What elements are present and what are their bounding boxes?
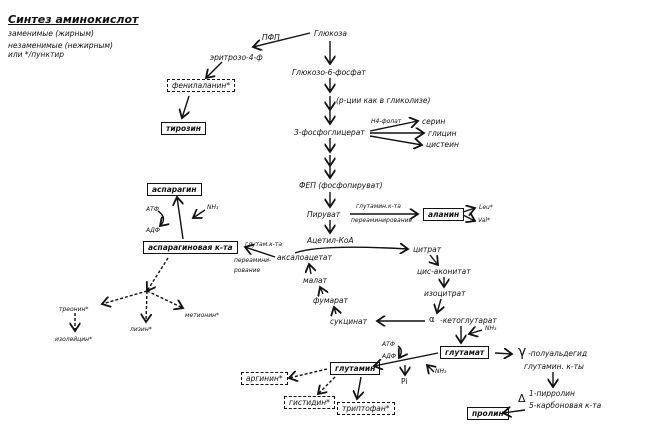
arrow-isocitrate-akg	[437, 298, 441, 313]
label-transamination-2b: рование	[234, 267, 261, 274]
node-pyrroline-2: 5-карбоновая к-та	[529, 401, 602, 410]
node-cis-aconitate: цис-аконитат	[417, 267, 471, 276]
node-alanine: аланин	[423, 208, 465, 221]
node-phenylalanine: фенилаланин*	[167, 79, 236, 92]
node-leu: Leu*	[479, 204, 493, 211]
label-transamination: переаминирование	[351, 217, 413, 224]
alpha-symbol: α	[429, 315, 435, 325]
arrow-glutamine-tryptophan	[357, 376, 361, 399]
label-nh3-2: NH₃	[485, 325, 497, 332]
node-isoleucine: изолейцин*	[55, 336, 93, 343]
node-succinate: сукцинат	[330, 317, 367, 326]
arrow-to-methionine	[146, 290, 183, 308]
node-3-phosphoglycerate: 3-фосфоглицерат	[294, 128, 365, 137]
node-cysteine: цистеин	[426, 140, 459, 149]
arrow-succinate-fumarate	[334, 307, 336, 314]
node-pep: ФЕП (фосфопируват)	[299, 181, 383, 190]
node-erythrose-4p: эритрозо-4-ф	[210, 53, 263, 62]
node-serine: серин	[422, 117, 446, 126]
node-oxaloacetate: аксалоацетат	[277, 253, 332, 262]
node-semialdehyde: -полуальдегид	[528, 349, 588, 358]
node-isocitrate: изоцитрат	[424, 289, 466, 298]
node-alpha-ketoglutarate: -кетоглутарат	[440, 316, 497, 325]
arrow-3pg-serine	[369, 121, 418, 132]
node-glucose: Глюкоза	[314, 29, 347, 38]
label-ppp: ПФП	[262, 33, 280, 42]
node-glycine: глицин	[428, 129, 457, 138]
node-glucose-6-phosphate: Глюкозо-6-фосфат	[292, 68, 366, 77]
arrow-glutamine-histidine	[318, 376, 336, 394]
node-tryptophan: триптофан*	[337, 402, 395, 415]
node-glutamate: глутамат	[440, 346, 490, 359]
label-atp: АТФ	[146, 206, 159, 213]
arrow-to-lysine	[146, 290, 147, 322]
arrow-nh3	[193, 210, 206, 218]
arrow-aspartate-branch	[147, 257, 169, 291]
label-nh3-3: NH₃	[435, 368, 447, 375]
label-adp-2: АДФ	[382, 353, 396, 360]
arrow-oxaloacetate-aspartate	[245, 247, 276, 258]
node-malate: малат	[303, 276, 328, 285]
arrow-nh3-3	[427, 365, 434, 372]
legend-essential-2: или */пунктир	[8, 50, 64, 59]
arrow-phe-tyr	[182, 95, 189, 118]
node-fumarate: фумарат	[313, 296, 348, 305]
node-pyruvate: Пируват	[307, 210, 341, 219]
node-pyrroline-1: 1-пирролин	[529, 389, 575, 398]
label-h4-folate: Н4-фолат	[371, 118, 402, 125]
arrow-glutamate-semialdehyde	[494, 353, 512, 354]
arrow-pyrroline-proline	[503, 410, 526, 413]
arrow-alanine-leu	[462, 208, 475, 212]
arrow-3pg-cysteine	[369, 135, 422, 145]
label-nh3: NH₃	[207, 204, 219, 211]
label-atp-2: АТФ	[382, 341, 395, 348]
node-arginine: аргинин*	[241, 372, 288, 385]
gamma-symbol: γ	[518, 344, 527, 360]
legend-essential-1: незаменимые (нежирным)	[8, 41, 113, 50]
diagram-title: Синтез аминокислот	[8, 13, 139, 26]
node-threonine: треонин*	[59, 306, 89, 313]
legend-replaceable: заменимые (жирным)	[8, 29, 94, 38]
node-glutamine: глутамин	[330, 362, 381, 375]
arrow-acetylcoa-citrate	[294, 247, 408, 253]
arrow-atp-adp-2	[397, 345, 401, 358]
arrow-aspartate-asparagine	[177, 197, 183, 240]
node-semialdehyde-2: глутамин. к-ты	[524, 362, 584, 371]
label-glutamic-acid-2: глутам.к-та	[245, 241, 283, 248]
label-glutamic-acid: глутамин.к-та	[356, 203, 401, 210]
arrow-citrate-cisaconitate	[430, 254, 438, 265]
node-val: Val*	[478, 217, 491, 224]
arrow-glutamate-glutamine	[374, 352, 439, 366]
arrow-to-threonine	[102, 290, 148, 304]
node-lysine: лизин*	[130, 326, 152, 333]
node-methionine: метионин*	[185, 312, 220, 319]
label-transamination-2a: переамини-	[234, 257, 272, 264]
label-pi: Pi	[401, 377, 408, 386]
arrow-atp-adp	[157, 210, 164, 226]
arrow-glutamine-arginine	[289, 368, 328, 378]
arrow-glucose-ppp	[253, 32, 311, 47]
node-histidine: гистидин*	[284, 396, 335, 409]
node-citrate: цитрат	[413, 245, 442, 254]
node-tyrosine: тирозин	[161, 122, 206, 135]
node-aspartic-acid: аспарагиновая к-та	[143, 241, 238, 254]
arrow-nh3-glutamate	[469, 330, 483, 334]
arrow-malate-oxaloacetate	[309, 264, 311, 275]
node-acetyl-coa: Ацетил-КоА	[307, 236, 354, 245]
delta-symbol: Δ	[518, 392, 526, 405]
label-adp: АДФ	[146, 227, 160, 234]
label-glycolysis-note: (р-ции как в гликолизе)	[336, 96, 431, 105]
arrow-alanine-val	[462, 215, 475, 221]
arrow-fumarate-malate	[320, 287, 323, 294]
arrow-erythrose-phe	[206, 61, 223, 78]
